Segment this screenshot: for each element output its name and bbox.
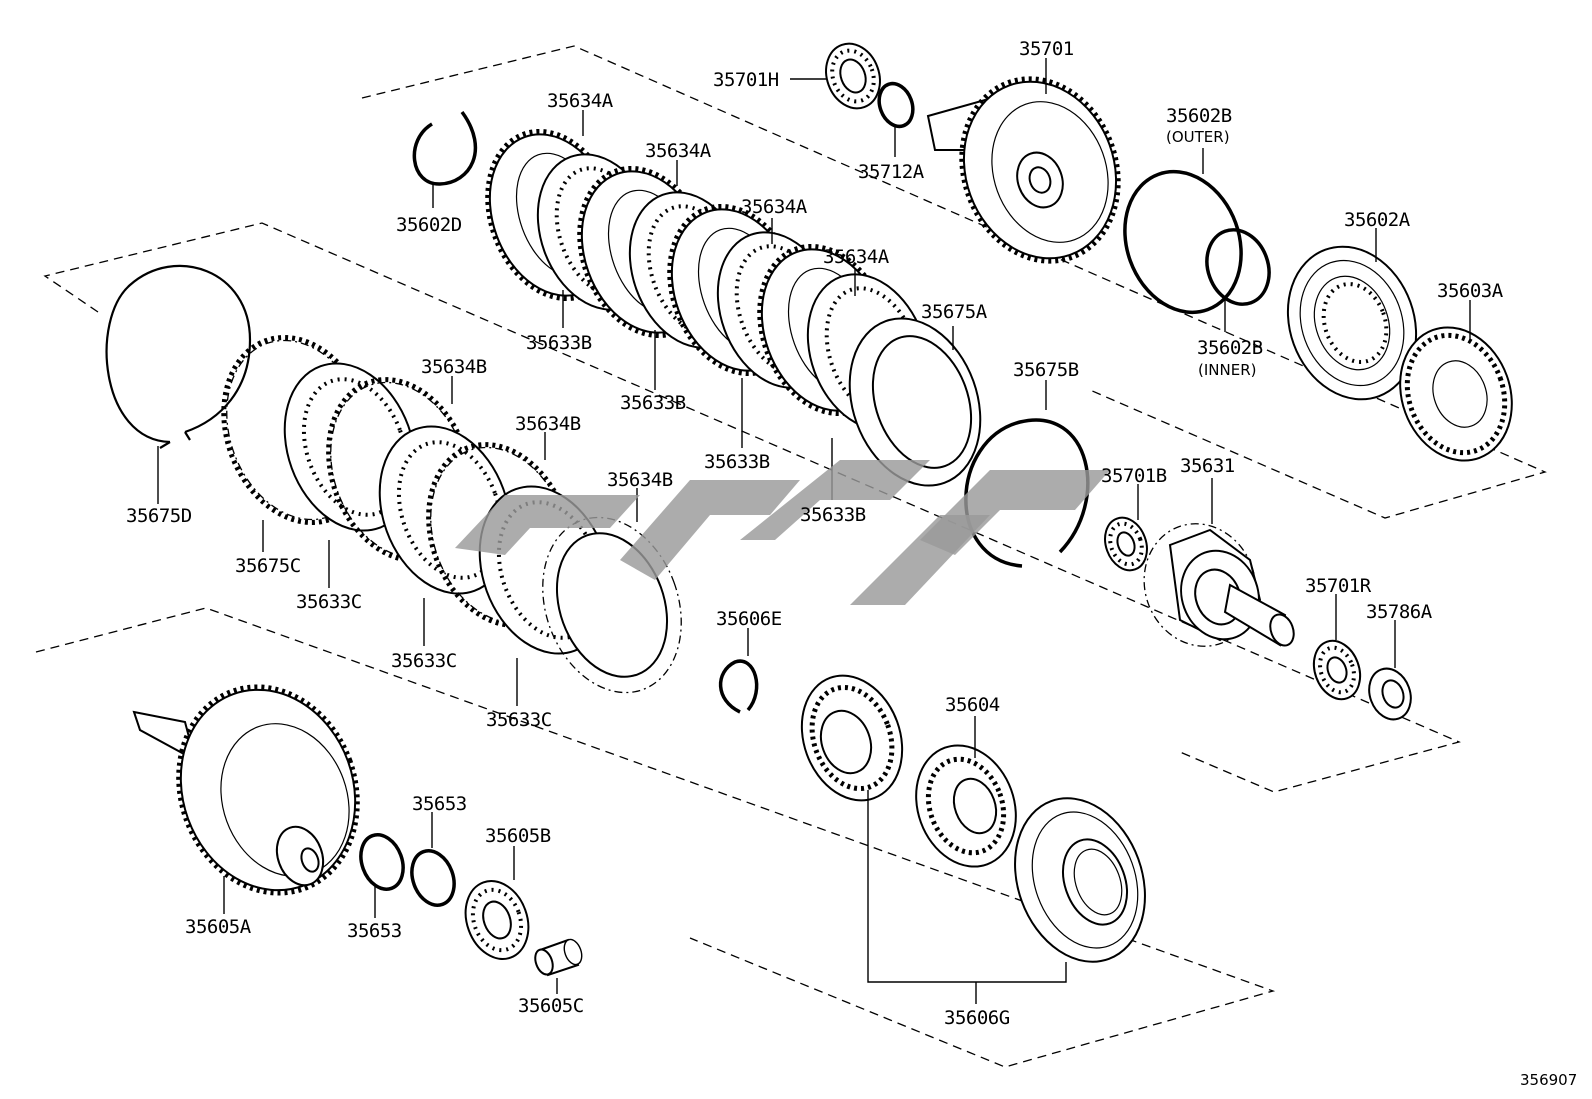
label-35675C: 35675C	[235, 555, 301, 577]
bearing-35701H	[825, 42, 881, 110]
label-35603A: 35603A	[1437, 280, 1504, 302]
label-35606G: 35606G	[944, 1007, 1010, 1029]
return-spring-35603A	[1399, 326, 1513, 462]
snap-ring-35675D	[105, 264, 252, 449]
part-labels: 35701 35701H 35712A 35602B (OUTER) 35602…	[126, 38, 1577, 1089]
clutch-drum-35605A	[132, 684, 360, 896]
clutch-hub-35631	[1143, 523, 1295, 647]
label-35701R: 35701R	[1305, 575, 1372, 597]
label-35712A: 35712A	[858, 161, 925, 183]
one-way-clutch-assembly-35606G	[800, 674, 904, 802]
ring-35712A	[877, 81, 915, 129]
label-35675B: 35675B	[1013, 359, 1079, 381]
label-35604: 35604	[945, 694, 1000, 716]
diagram-code: 356907	[1520, 1071, 1577, 1089]
lower-group-boundary	[35, 607, 1276, 1068]
seal-35602B-outer	[1123, 169, 1243, 315]
label-35786A: 35786A	[1366, 601, 1433, 623]
label-35602B-outer-sub: (OUTER)	[1166, 128, 1230, 146]
label-35633C-2: 35633C	[391, 650, 457, 672]
label-35633B-2: 35633B	[620, 392, 686, 414]
middle-group-boundary	[43, 222, 1461, 793]
upper-group-boundary	[361, 45, 1547, 519]
label-35605B: 35605B	[485, 825, 551, 847]
label-35634B-1: 35634B	[421, 356, 487, 378]
label-35605C: 35605C	[518, 995, 584, 1017]
label-35634A-2: 35634A	[645, 140, 712, 162]
label-35634A-1: 35634A	[547, 90, 614, 112]
snap-ring-35606E	[718, 659, 759, 714]
label-35633B-1: 35633B	[526, 332, 592, 354]
piston-35602A	[1286, 245, 1418, 401]
label-35602D: 35602D	[396, 214, 462, 236]
label-35602B-inner: 35602B	[1197, 337, 1263, 359]
label-35634B-3: 35634B	[607, 469, 673, 491]
ring-35653-a	[359, 833, 405, 891]
clutch-drum-35701	[926, 76, 1121, 264]
needle-bearing-35605C	[534, 938, 583, 977]
label-35675A: 35675A	[921, 301, 988, 323]
label-35675D: 35675D	[126, 505, 192, 527]
race-35786A	[1368, 667, 1412, 721]
outer-race-cup	[1014, 797, 1146, 963]
label-35634B-2: 35634B	[515, 413, 581, 435]
label-35602B-outer: 35602B	[1166, 105, 1232, 127]
label-35701H: 35701H	[713, 69, 779, 91]
label-35653-top: 35653	[412, 793, 467, 815]
plate-35633C-2	[378, 425, 512, 595]
label-35634A-3: 35634A	[741, 196, 808, 218]
seal-35602B-inner	[1205, 228, 1271, 306]
one-way-clutch-35604	[915, 744, 1017, 868]
watermark-logo	[455, 460, 1110, 605]
snap-ring-35602D	[412, 110, 478, 186]
bearing-35701R	[1312, 639, 1362, 701]
bearing-35605B	[464, 880, 530, 960]
label-35653-bottom: 35653	[347, 920, 402, 942]
label-35701: 35701	[1019, 38, 1074, 60]
label-35634A-4: 35634A	[823, 246, 890, 268]
label-35633C-3: 35633C	[486, 709, 552, 731]
label-35631: 35631	[1180, 455, 1235, 477]
clutch-pack-upper	[485, 128, 982, 487]
label-35606E: 35606E	[716, 608, 782, 630]
group-boundaries	[35, 45, 1547, 1068]
label-35633B-3: 35633B	[704, 451, 770, 473]
bearing-35701B	[1104, 516, 1148, 572]
label-35602A: 35602A	[1344, 209, 1411, 231]
label-35605A: 35605A	[185, 916, 252, 938]
label-35633C-1: 35633C	[296, 591, 362, 613]
disc-35634B-3	[542, 516, 682, 694]
label-35633B-4: 35633B	[800, 504, 866, 526]
ring-35653-b	[410, 849, 456, 907]
label-35602B-inner-sub: (INNER)	[1198, 361, 1256, 379]
label-35701B: 35701B	[1101, 465, 1167, 487]
